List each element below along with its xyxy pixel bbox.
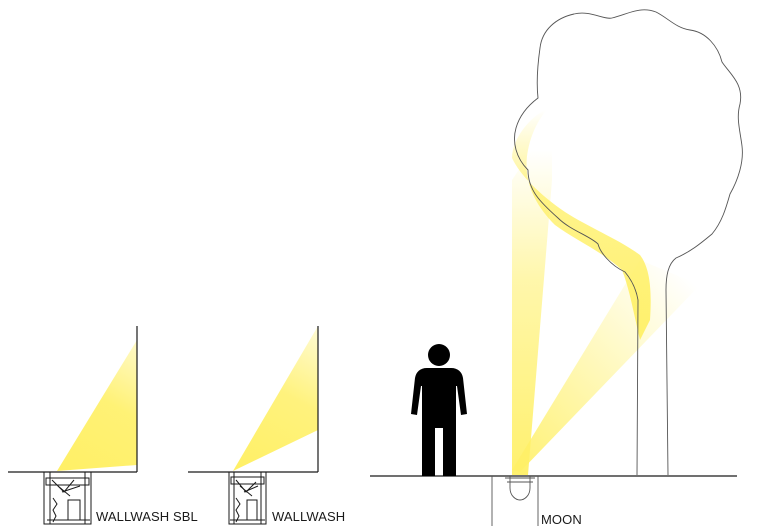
moon-fixture-icon [491, 476, 539, 526]
wallwash-sbl-light-beam [57, 340, 137, 471]
wallwash-sbl-fixture-icon [43, 471, 92, 525]
canopy-glow [512, 108, 651, 340]
label-wallwash-sbl: WALLWASH SBL [96, 509, 198, 524]
label-wallwash: WALLWASH [272, 509, 346, 524]
label-moon: MOON [541, 512, 582, 527]
wallwash-group [188, 326, 319, 525]
moon-group [370, 9, 743, 526]
wallwash-light-beam [233, 326, 318, 471]
moon-diagonal-beam [512, 260, 700, 472]
wallwash-sbl-group [8, 326, 138, 525]
wallwash-fixture-icon [228, 471, 267, 525]
moon-uplight-beam [512, 120, 552, 475]
person-silhouette [411, 344, 467, 476]
tree-outline [514, 9, 743, 476]
